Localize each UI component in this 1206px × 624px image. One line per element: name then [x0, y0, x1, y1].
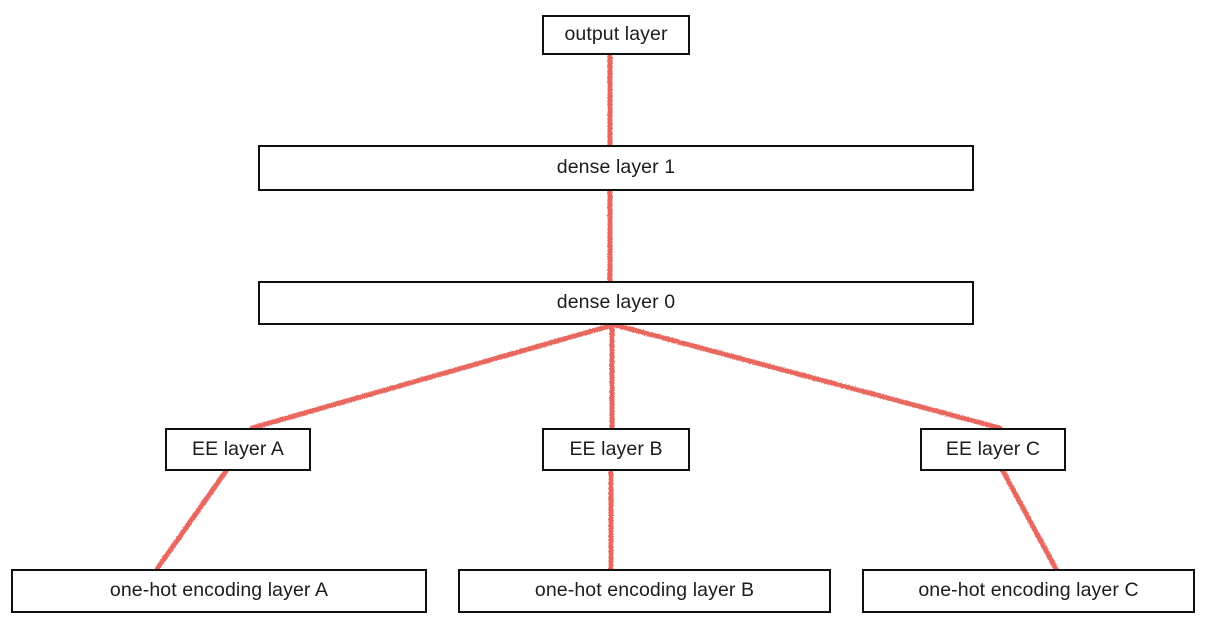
- edge-ee-c-to-dense0: [612, 322, 1003, 431]
- edge-onehot-c-to-ee-c: [1000, 468, 1059, 572]
- node-label-ee-layer-b: EE layer B: [569, 437, 663, 460]
- node-label-one-hot-encoding-layer-b: one-hot encoding layer B: [534, 579, 755, 602]
- node-label-one-hot-encoding-layer-a: one-hot encoding layer A: [109, 579, 329, 602]
- node-label-ee-layer-a: EE layer A: [191, 437, 285, 460]
- node-label-output-layer: output layer: [564, 23, 668, 46]
- node-ee-layer-a[interactable]: EE layer A: [165, 428, 311, 471]
- node-ee-layer-b[interactable]: EE layer B: [542, 428, 690, 471]
- node-label-dense-layer-1: dense layer 1: [556, 156, 676, 179]
- node-one-hot-encoding-layer-b[interactable]: one-hot encoding layer B: [458, 569, 831, 613]
- node-label-one-hot-encoding-layer-c: one-hot encoding layer C: [918, 579, 1139, 602]
- node-label-dense-layer-0: dense layer 0: [556, 291, 676, 314]
- node-ee-layer-c[interactable]: EE layer C: [920, 428, 1066, 471]
- node-dense-layer-0[interactable]: dense layer 0: [258, 281, 974, 325]
- node-one-hot-encoding-layer-c[interactable]: one-hot encoding layer C: [862, 569, 1195, 613]
- node-one-hot-encoding-layer-a[interactable]: one-hot encoding layer A: [11, 569, 427, 613]
- node-output-layer[interactable]: output layer: [542, 15, 690, 55]
- node-label-ee-layer-c: EE layer C: [945, 437, 1041, 460]
- edge-ee-a-to-dense0: [249, 322, 616, 431]
- node-dense-layer-1[interactable]: dense layer 1: [258, 145, 974, 191]
- edge-onehot-a-to-ee-a: [154, 468, 229, 572]
